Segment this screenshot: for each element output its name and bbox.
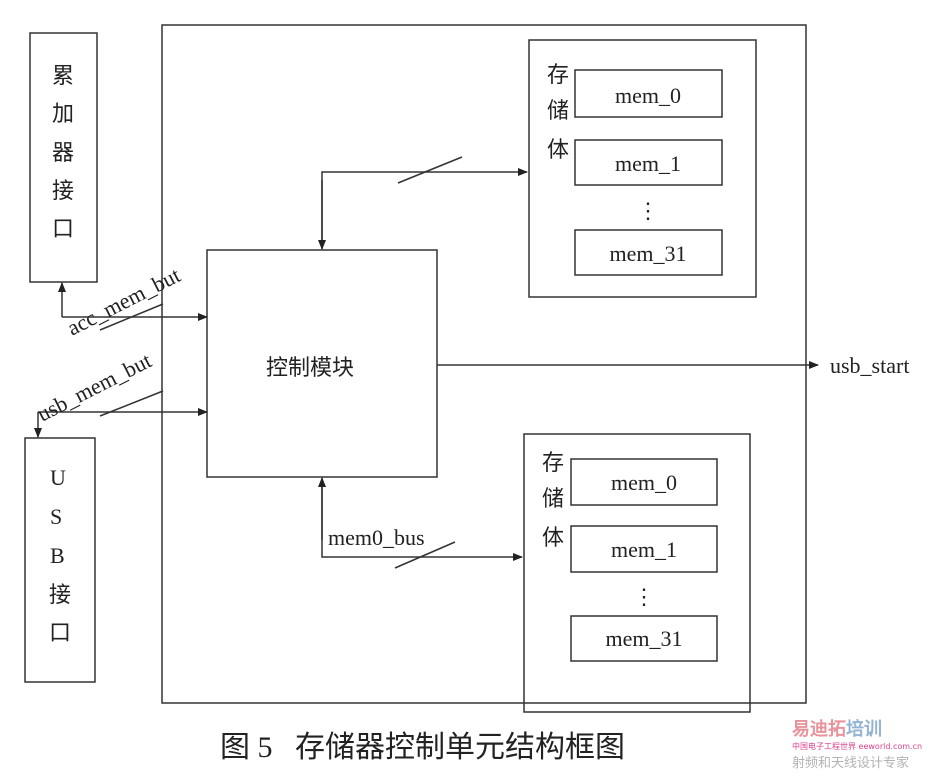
usb-interface-char: 接 bbox=[49, 582, 71, 607]
acc-bus-slash bbox=[99, 303, 164, 331]
memory-group-char: 储 bbox=[542, 486, 564, 511]
memory-group-char: 存 bbox=[547, 62, 569, 87]
bottom-mem-1-box bbox=[570, 525, 718, 573]
memory-group-char: 体 bbox=[547, 137, 569, 162]
acc-interface-char: 接 bbox=[52, 178, 74, 203]
acc-interface-char: 加 bbox=[52, 101, 74, 126]
usb-interface-char: S bbox=[50, 504, 62, 529]
bottom-memory-group bbox=[523, 433, 751, 713]
mem0-bus-label: mem0_bus bbox=[328, 525, 425, 550]
usb-mem-but-label: usb_mem_but bbox=[33, 348, 155, 427]
mem0-bus-slash bbox=[394, 541, 456, 569]
watermark-site: 中国电子工程世界 eeworld.com.cn bbox=[792, 742, 923, 751]
acc-mem-but-label: acc_mem_but bbox=[63, 262, 184, 340]
top-mem-31-label: mem_31 bbox=[610, 241, 687, 266]
watermark-slogan: 射频和天线设计专家 bbox=[792, 756, 910, 771]
watermark-brand-a: 易迪拓 bbox=[792, 719, 846, 740]
top-memory-group bbox=[528, 39, 757, 298]
top-bus-line bbox=[321, 168, 528, 248]
bottom-mem-31-box bbox=[570, 615, 718, 662]
usb-interface-box bbox=[24, 437, 96, 683]
control-module-label: 控制模块 bbox=[266, 355, 354, 380]
usb-interface-char: B bbox=[50, 543, 65, 568]
memory-group-char: 存 bbox=[542, 450, 564, 475]
top-mem-0-box bbox=[574, 69, 723, 118]
bottom-ellipsis: ⋮ bbox=[633, 584, 655, 609]
top-mem-31-box bbox=[574, 229, 723, 276]
top-mem-1-box bbox=[574, 139, 723, 186]
bottom-mem-0-label: mem_0 bbox=[611, 470, 677, 495]
top-bus-slash bbox=[397, 156, 463, 184]
usb-interface-char: U bbox=[50, 465, 66, 490]
usb-bus-slash bbox=[99, 390, 164, 417]
watermark-logo: 易迪拓培训 中国电子工程世界 eeworld.com.cn 射频和天线设计专家 bbox=[792, 720, 942, 776]
top-ellipsis: ⋮ bbox=[637, 198, 659, 223]
watermark-brand: 易迪拓培训 bbox=[792, 720, 882, 740]
top-mem-0-label: mem_0 bbox=[615, 83, 681, 108]
memory-group-char: 体 bbox=[542, 525, 564, 550]
memory-control-unit-box bbox=[161, 24, 807, 704]
memory-group-char: 储 bbox=[547, 98, 569, 123]
acc-interface-char: 累 bbox=[52, 63, 74, 88]
bottom-mem-0-box bbox=[570, 458, 718, 506]
acc-interface-char: 口 bbox=[52, 216, 74, 241]
top-mem-1-label: mem_1 bbox=[615, 151, 681, 176]
figure-caption: 图 5 存储器控制单元结构框图 bbox=[220, 731, 625, 764]
acc-interface-char: 器 bbox=[52, 140, 74, 165]
usb-start-label: usb_start bbox=[830, 353, 909, 378]
usb-interface-char: 口 bbox=[49, 620, 71, 645]
bottom-mem-1-label: mem_1 bbox=[611, 537, 677, 562]
bottom-mem-31-label: mem_31 bbox=[606, 626, 683, 651]
watermark-brand-b: 培训 bbox=[846, 719, 882, 740]
